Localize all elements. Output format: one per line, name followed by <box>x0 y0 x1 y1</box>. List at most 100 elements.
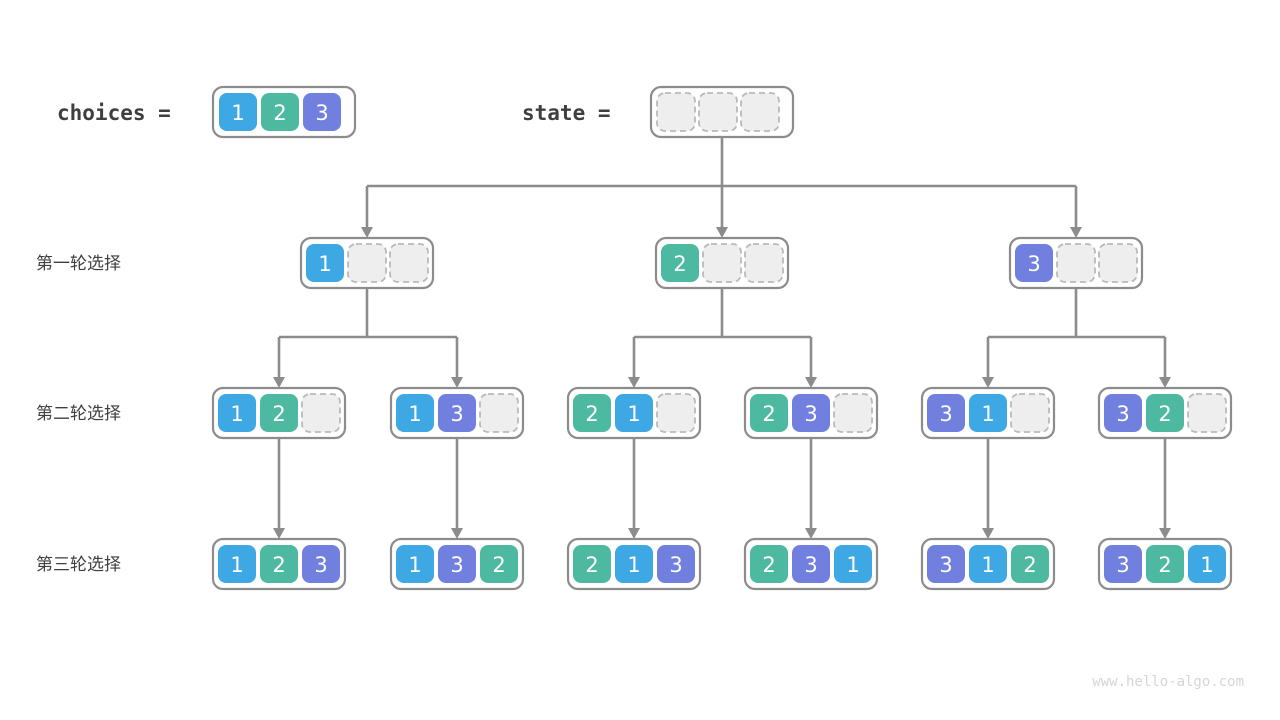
state-node-n32-cell-1-text: 2 <box>1158 402 1171 426</box>
state-node-n12-cell-2-empty <box>301 393 341 433</box>
state-node-n3-cell-0-box <box>1015 244 1053 282</box>
state-node-n132-cell-0-text: 1 <box>408 553 421 577</box>
choices-cell-1-text: 2 <box>273 101 286 125</box>
state-node-n321-cell-1-box <box>1146 545 1184 583</box>
state-node-n231-cell-0-box <box>750 545 788 583</box>
state-node-n21-cell-1-text: 1 <box>627 402 640 426</box>
arrowhead-to-n3 <box>1070 227 1082 238</box>
arrowhead-to-n31 <box>982 377 994 388</box>
arrowhead-to-n23 <box>805 377 817 388</box>
state-node-n32-cell-2-empty <box>1187 393 1227 433</box>
choices-cell-2: 3 <box>303 93 341 131</box>
state-node-n23-cell-0-text: 2 <box>762 402 775 426</box>
state-node-n13-cell-0-text: 1 <box>408 402 421 426</box>
state-node-n12-cell-0-text: 1 <box>230 402 243 426</box>
state-node-n312-cell-2-box <box>1011 545 1049 583</box>
state-node-n32-cell-1-box <box>1146 394 1184 432</box>
state-node-n321-cell-2-box <box>1188 545 1226 583</box>
state-node-n123-cell-2-text: 3 <box>314 553 327 577</box>
state-node-n2-cell-0-box <box>661 244 699 282</box>
state-node-n312-cell-0-text: 3 <box>939 553 952 577</box>
arrowhead-to-n12 <box>273 377 285 388</box>
state-node-n132-cell-1-text: 3 <box>450 553 463 577</box>
state-node-n2-cell-0-text: 2 <box>673 252 686 276</box>
state-node-n231-cell-2-text: 1 <box>846 553 859 577</box>
arrowhead-to-n213 <box>628 528 640 539</box>
state-node-n2-cell-1-empty <box>702 243 742 283</box>
edges-round-1-to-round-2 <box>273 288 1171 388</box>
state-node-n13-cell-1-text: 3 <box>450 402 463 426</box>
choices-cell-0-text: 1 <box>231 101 244 125</box>
state-node-n213-cell-2-box <box>657 545 695 583</box>
arrowhead-to-n123 <box>273 528 285 539</box>
choices-array: 1 2 3 <box>211 85 357 139</box>
arrowhead-to-n32 <box>1159 377 1171 388</box>
state-node-n13-cell-1-box <box>438 394 476 432</box>
state-node-n21-cell-1-box <box>615 394 653 432</box>
edges-root-to-round-1 <box>361 137 1082 238</box>
state-node-n312-cell-2-text: 2 <box>1023 553 1036 577</box>
state-node-n21-cell-0-text: 2 <box>585 402 598 426</box>
state-node-n32-cell-0-box <box>1104 394 1142 432</box>
state-node-n21-cell-0-box <box>573 394 611 432</box>
arrowhead-to-n21 <box>628 377 640 388</box>
state-node-n321-cell-0-text: 3 <box>1116 553 1129 577</box>
state-node-n312-cell-1-text: 1 <box>981 553 994 577</box>
state-node-n132-cell-2-box <box>480 545 518 583</box>
state-node-n1-cell-2-empty <box>389 243 429 283</box>
state-node-n231-cell-0-text: 2 <box>762 553 775 577</box>
state-node-n321-cell-0-box <box>1104 545 1142 583</box>
state-node-n1-cell-0-box <box>306 244 344 282</box>
state-node-n1-cell-1-empty <box>347 243 387 283</box>
state-node-n231-cell-2-box <box>834 545 872 583</box>
arrowhead-to-n312 <box>982 528 994 539</box>
row-label-round-1: 第一轮选择 <box>36 254 121 274</box>
state-node-n1-cell-0-text: 1 <box>318 252 331 276</box>
state-node-n312: 3 1 2 <box>920 537 1056 591</box>
state-node-n132-cell-1-box <box>438 545 476 583</box>
state-node-n31-cell-1-text: 1 <box>981 402 994 426</box>
choices-cell-1-box <box>261 93 299 131</box>
state-node-n321-cell-2-text: 1 <box>1200 553 1213 577</box>
state-node-n213-cell-0-text: 2 <box>585 553 598 577</box>
arrowhead-to-n1 <box>361 227 373 238</box>
state-node-n1: 1 <box>299 236 435 290</box>
state-node-n213-cell-0-box <box>573 545 611 583</box>
state-node-n31-cell-0-box <box>927 394 965 432</box>
state-node-n123-cell-0-box <box>218 545 256 583</box>
state-node-n231-cell-1-text: 3 <box>804 553 817 577</box>
choices-label: choices = <box>57 101 171 125</box>
state-node-n123-cell-2-box <box>302 545 340 583</box>
state-node-n13-cell-0-box <box>396 394 434 432</box>
state-node-n3-cell-1-empty <box>1056 243 1096 283</box>
state-node-n21-cell-2-empty <box>656 393 696 433</box>
state-node-n213-cell-2-text: 3 <box>669 553 682 577</box>
state-label: state = <box>522 101 611 125</box>
state-node-n31-cell-0-text: 3 <box>939 402 952 426</box>
arrowhead-to-n231 <box>805 528 817 539</box>
state-cell-1 <box>698 92 738 132</box>
choices-cell-0: 1 <box>219 93 257 131</box>
state-node-n2: 2 <box>654 236 790 290</box>
state-cell-0 <box>656 92 696 132</box>
choices-cell-1: 2 <box>261 93 299 131</box>
state-node-n23-cell-0-box <box>750 394 788 432</box>
choices-cell-0-box <box>219 93 257 131</box>
arrowhead-to-n321 <box>1159 528 1171 539</box>
state-node-n3: 3 <box>1008 236 1144 290</box>
state-node-n31-cell-1-box <box>969 394 1007 432</box>
round-1-nodes: 1 2 3 <box>299 236 1144 290</box>
state-node-n3-cell-0-text: 3 <box>1027 252 1040 276</box>
watermark: www.hello-algo.com <box>1092 674 1244 690</box>
state-node-n3-cell-2-empty <box>1098 243 1138 283</box>
row-label-round-3: 第三轮选择 <box>36 555 121 575</box>
